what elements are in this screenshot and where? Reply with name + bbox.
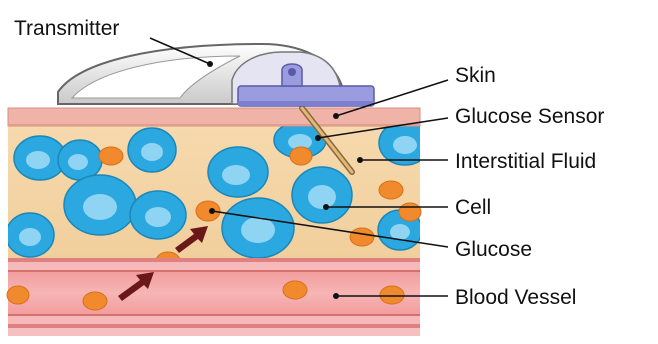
glucose-molecule (83, 292, 107, 310)
glucose-molecule (283, 281, 307, 299)
cell (222, 198, 294, 258)
label-interstitial-fluid: Interstitial Fluid (455, 151, 596, 172)
glucose-molecule (350, 228, 374, 246)
glucose-molecule (99, 147, 123, 165)
cell (130, 191, 186, 239)
cell (128, 128, 176, 172)
glucose-molecule (7, 286, 29, 304)
cell (292, 167, 352, 223)
glucose-molecule (379, 181, 403, 199)
blood-vessel (7, 258, 420, 336)
glucose-molecule (290, 147, 312, 165)
glucose-molecule (380, 286, 404, 304)
skin-layer (8, 108, 420, 126)
transmitter-device (58, 44, 374, 106)
cell (208, 147, 268, 197)
label-glucose: Glucose (455, 239, 532, 260)
cell (58, 140, 102, 180)
label-cell: Cell (455, 197, 491, 218)
label-transmitter: Transmitter (14, 18, 119, 39)
label-skin: Skin (455, 65, 496, 86)
glucose-molecule (399, 203, 421, 221)
label-glucose-sensor: Glucose Sensor (455, 106, 604, 127)
label-blood-vessel: Blood Vessel (455, 287, 576, 308)
cell (64, 175, 136, 235)
tissue-block (6, 108, 431, 336)
cell (6, 213, 54, 257)
